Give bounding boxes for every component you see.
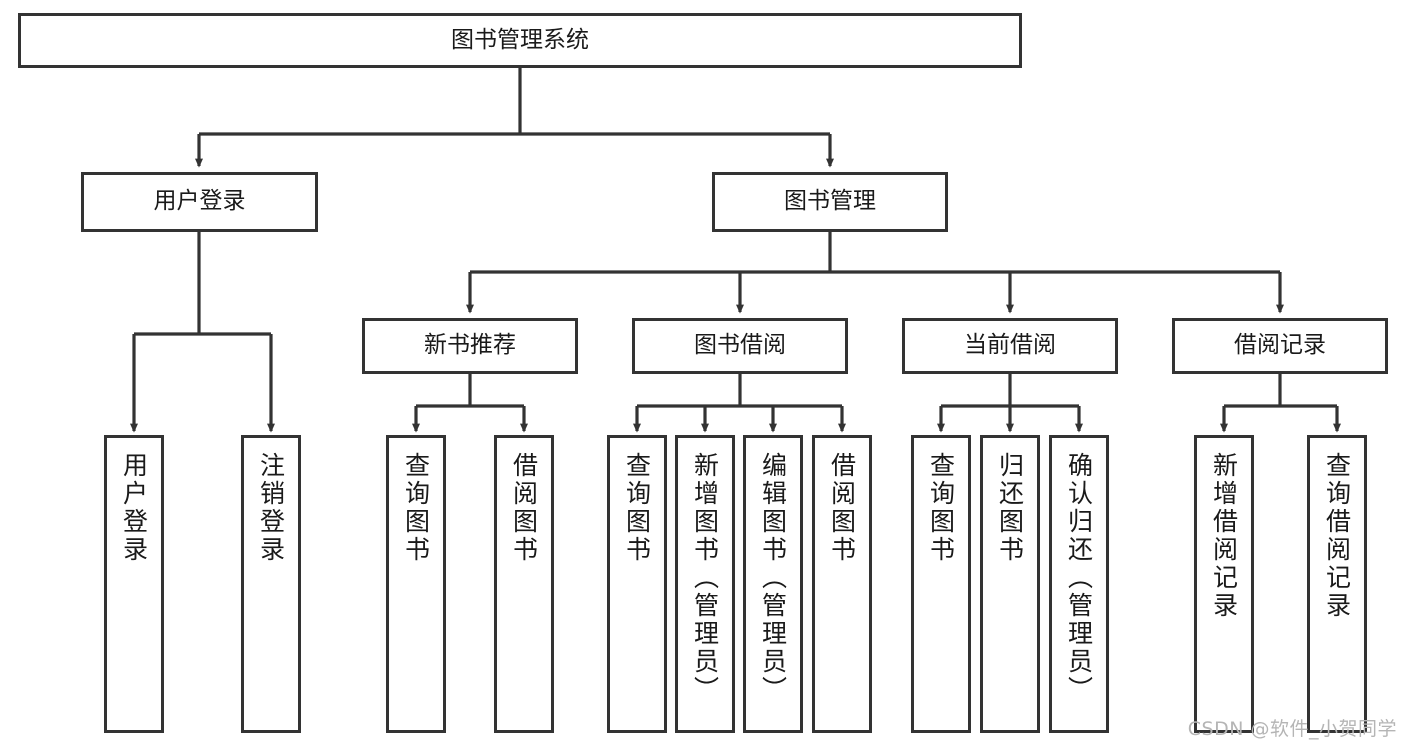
node-new-book-recommend[interactable]: 新书推荐 (362, 318, 578, 374)
node-leaf-query-record[interactable]: 查询借阅记录 (1307, 435, 1367, 733)
node-leaf-user-login-label: 用户登录 (119, 452, 149, 564)
node-leaf-user-login[interactable]: 用户登录 (104, 435, 164, 733)
node-user-login[interactable]: 用户登录 (81, 172, 318, 232)
node-leaf-query-book-2-label: 查询图书 (622, 452, 652, 564)
node-leaf-edit-book[interactable]: 编辑图书（管理员） (743, 435, 803, 733)
node-leaf-query-book-3-label: 查询图书 (926, 452, 956, 564)
node-leaf-query-record-label: 查询借阅记录 (1322, 452, 1352, 620)
node-book-management[interactable]: 图书管理 (712, 172, 948, 232)
node-leaf-confirm-return[interactable]: 确认归还（管理员） (1049, 435, 1109, 733)
node-leaf-confirm-return-label: 确认归还（管理员） (1064, 452, 1094, 704)
node-leaf-add-record-label: 新增借阅记录 (1209, 452, 1239, 620)
node-leaf-logout-login[interactable]: 注销登录 (241, 435, 301, 733)
node-leaf-query-book-2[interactable]: 查询图书 (607, 435, 667, 733)
node-borrow-record-label: 借阅记录 (1234, 332, 1326, 359)
node-leaf-return-book-label: 归还图书 (995, 452, 1025, 564)
node-leaf-borrow-book-1-label: 借阅图书 (509, 452, 539, 564)
node-book-management-label: 图书管理 (784, 188, 876, 215)
node-book-borrow-label: 图书借阅 (694, 332, 786, 359)
node-leaf-borrow-book-1[interactable]: 借阅图书 (494, 435, 554, 733)
node-new-book-recommend-label: 新书推荐 (424, 332, 516, 359)
node-leaf-add-record[interactable]: 新增借阅记录 (1194, 435, 1254, 733)
node-current-borrow-label: 当前借阅 (964, 332, 1056, 359)
node-leaf-query-book-3[interactable]: 查询图书 (911, 435, 971, 733)
node-root[interactable]: 图书管理系统 (18, 13, 1022, 68)
node-leaf-borrow-book-2-label: 借阅图书 (827, 452, 857, 564)
node-borrow-record[interactable]: 借阅记录 (1172, 318, 1388, 374)
node-book-borrow[interactable]: 图书借阅 (632, 318, 848, 374)
node-leaf-query-book-1-label: 查询图书 (401, 452, 431, 564)
node-leaf-edit-book-label: 编辑图书（管理员） (758, 452, 788, 704)
node-leaf-add-book[interactable]: 新增图书（管理员） (675, 435, 735, 733)
watermark-text: CSDN @软件_小贺同学 (1187, 718, 1397, 740)
node-leaf-add-book-label: 新增图书（管理员） (690, 452, 720, 704)
node-leaf-query-book-1[interactable]: 查询图书 (386, 435, 446, 733)
node-root-label: 图书管理系统 (451, 26, 589, 53)
node-user-login-label: 用户登录 (153, 188, 246, 215)
node-leaf-borrow-book-2[interactable]: 借阅图书 (812, 435, 872, 733)
node-leaf-logout-login-label: 注销登录 (256, 452, 286, 564)
node-leaf-return-book[interactable]: 归还图书 (980, 435, 1040, 733)
node-current-borrow[interactable]: 当前借阅 (902, 318, 1118, 374)
